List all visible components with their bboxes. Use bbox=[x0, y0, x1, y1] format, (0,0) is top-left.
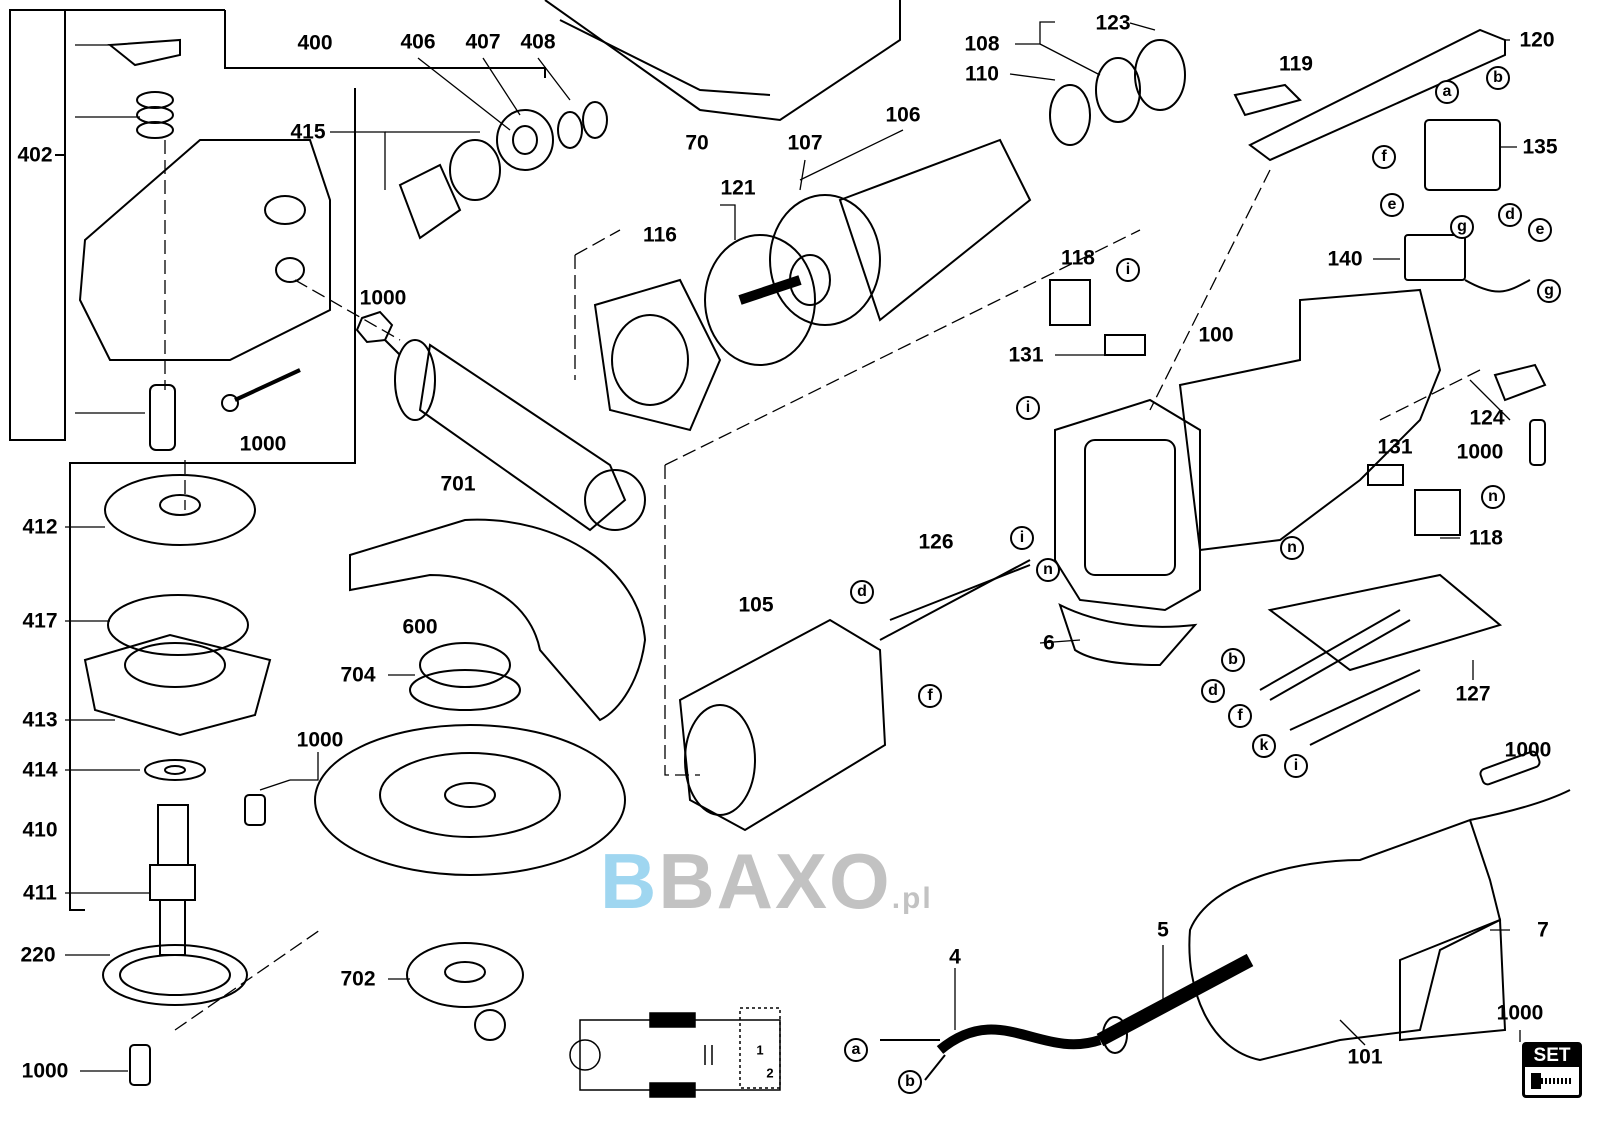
connector-marker: i bbox=[1016, 396, 1040, 420]
part-callout: 118 bbox=[1061, 246, 1095, 270]
part-callout: 704 bbox=[340, 663, 376, 687]
part-callout: 107 bbox=[787, 131, 823, 155]
connector-marker: a bbox=[844, 1038, 868, 1062]
connector-marker: f bbox=[1228, 704, 1252, 728]
leader-lines bbox=[65, 21, 1521, 1072]
part-callout: 119 bbox=[1279, 52, 1313, 76]
part-callout: 105 bbox=[738, 593, 774, 617]
gear-housing bbox=[78, 38, 331, 451]
motor-housing-top bbox=[544, 0, 901, 122]
part-callout: 1000 bbox=[1504, 738, 1552, 762]
part-callout: 118 bbox=[1469, 526, 1503, 550]
spindle-parts bbox=[83, 101, 608, 1086]
part-callout: 701 bbox=[440, 472, 476, 496]
part-callout: 415 bbox=[290, 120, 326, 144]
part-callout: 220 bbox=[20, 943, 56, 967]
connector-marker: n bbox=[1481, 485, 1505, 509]
part-callout: 101 bbox=[1347, 1045, 1383, 1069]
part-callout: 140 bbox=[1327, 247, 1363, 271]
watermark-logo: BBAXO.pl bbox=[600, 837, 933, 925]
rear-handle-and-cable bbox=[880, 750, 1571, 1081]
part-callout: 407 bbox=[465, 30, 501, 54]
part-callout: 7 bbox=[1537, 918, 1549, 942]
part-callout: 702 bbox=[340, 967, 376, 991]
part-callout: 414 bbox=[22, 758, 58, 782]
connector-marker: d bbox=[1201, 679, 1225, 703]
connector-marker: b bbox=[1486, 66, 1510, 90]
switch-label: 1 bbox=[756, 1042, 764, 1058]
guard-and-disc bbox=[314, 518, 647, 1041]
part-callout: 70 bbox=[685, 131, 709, 155]
part-callout: 402 bbox=[17, 143, 53, 167]
connector-marker: n bbox=[1280, 536, 1304, 560]
connector-marker: a bbox=[1435, 80, 1459, 104]
connector-marker: d bbox=[850, 580, 874, 604]
part-callout: 408 bbox=[520, 30, 556, 54]
part-callout: 1000 bbox=[296, 728, 344, 752]
connector-marker: b bbox=[1221, 648, 1245, 672]
side-handle bbox=[384, 339, 646, 532]
connector-marker: f bbox=[1372, 145, 1396, 169]
part-callout: 127 bbox=[1455, 682, 1491, 706]
connector-marker: n bbox=[1036, 558, 1060, 582]
part-callout: 1000 bbox=[1496, 1001, 1544, 1025]
part-callout: 1000 bbox=[21, 1059, 69, 1083]
connector-marker: e bbox=[1528, 218, 1552, 242]
part-callout: 116 bbox=[643, 223, 677, 247]
connector-marker: d bbox=[1498, 203, 1522, 227]
gear-head-bracket bbox=[9, 9, 546, 911]
part-callout: 1000 bbox=[1456, 440, 1504, 464]
part-callout: 121 bbox=[720, 176, 756, 200]
connector-marker: f bbox=[918, 684, 942, 708]
part-callout: 413 bbox=[22, 708, 58, 732]
connector-marker: i bbox=[1284, 754, 1308, 778]
part-callout: 131 bbox=[1377, 435, 1413, 459]
main-housing bbox=[1054, 288, 1442, 667]
connector-marker: g bbox=[1450, 215, 1474, 239]
part-callout: 411 bbox=[23, 881, 57, 905]
part-callout: 400 bbox=[297, 31, 333, 55]
part-callout: 406 bbox=[400, 30, 436, 54]
switch-label: 2 bbox=[766, 1065, 774, 1081]
part-callout: 410 bbox=[22, 818, 58, 842]
part-callout: 1000 bbox=[239, 432, 287, 456]
switch-parts bbox=[1049, 28, 1547, 536]
cover-plate bbox=[1259, 573, 1503, 746]
part-callout: 131 bbox=[1008, 343, 1044, 367]
screw-set-badge: SET bbox=[1522, 1042, 1582, 1098]
connector-marker: g bbox=[1537, 279, 1561, 303]
part-callout: 1000 bbox=[359, 286, 407, 310]
connector-marker: e bbox=[1380, 193, 1404, 217]
part-callout: 108 bbox=[964, 32, 1000, 56]
part-callout: 124 bbox=[1469, 406, 1505, 430]
part-callout: 106 bbox=[885, 103, 921, 127]
stator bbox=[678, 559, 1031, 832]
part-callout: 126 bbox=[918, 530, 954, 554]
screw-icon bbox=[1531, 1073, 1573, 1089]
part-callout: 5 bbox=[1157, 918, 1169, 942]
part-callout: 123 bbox=[1095, 11, 1131, 35]
circuit-schematic bbox=[569, 1007, 781, 1098]
part-callout: 120 bbox=[1519, 28, 1555, 52]
part-callout: 600 bbox=[402, 615, 438, 639]
connector-marker: i bbox=[1010, 526, 1034, 550]
part-callout: 6 bbox=[1043, 631, 1055, 655]
part-callout: 417 bbox=[22, 609, 58, 633]
connector-marker: k bbox=[1252, 734, 1276, 758]
part-callout: 412 bbox=[22, 515, 58, 539]
part-callout: 100 bbox=[1198, 323, 1234, 347]
part-callout: 4 bbox=[949, 945, 961, 969]
connector-marker: b bbox=[898, 1070, 922, 1094]
part-callout: 110 bbox=[965, 62, 999, 86]
armature bbox=[593, 39, 1186, 432]
connector-marker: i bbox=[1116, 258, 1140, 282]
part-callout: 135 bbox=[1522, 135, 1558, 159]
